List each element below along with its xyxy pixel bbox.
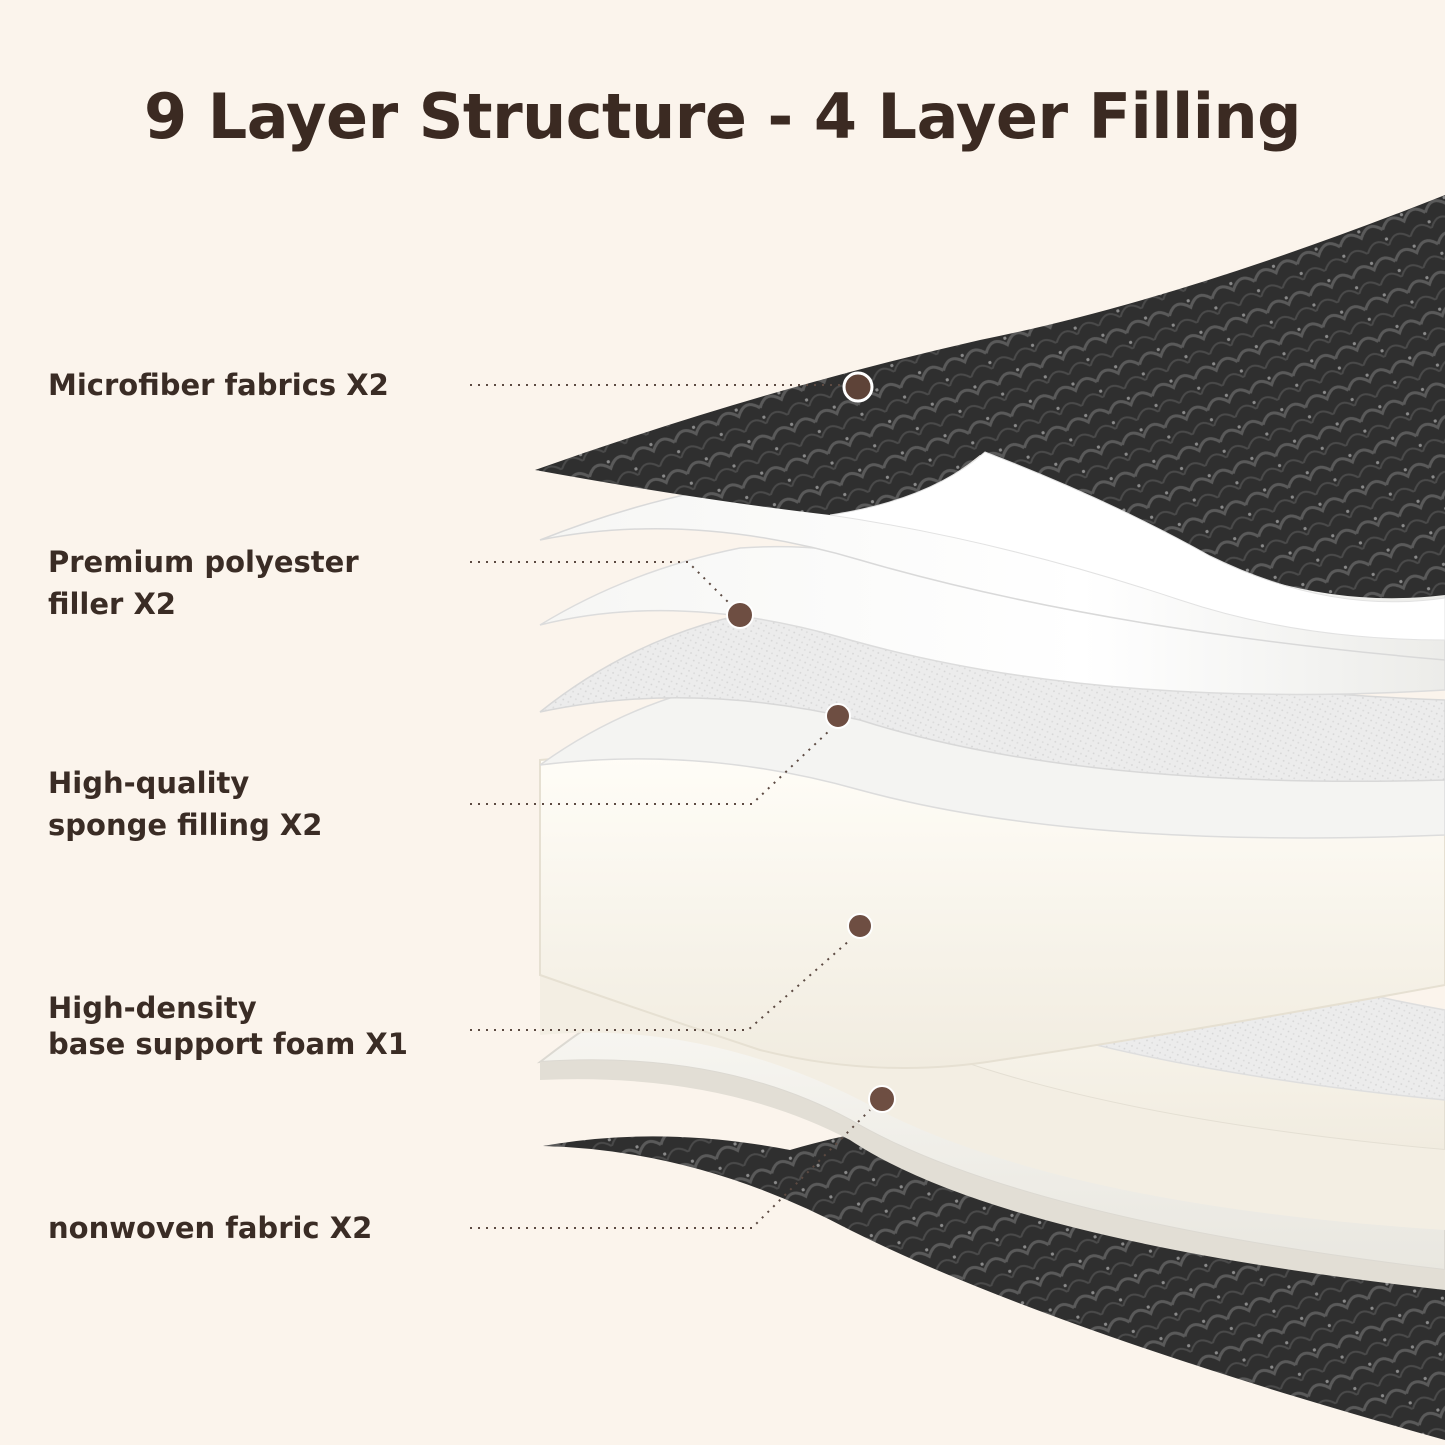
marker-base-foam (847, 913, 873, 939)
label-line: base support foam X1 (48, 1027, 408, 1061)
leader-line-polyester (470, 561, 731, 605)
label-polyester-filler: Premium polyester filler X2 (48, 541, 359, 625)
markers (726, 371, 896, 1113)
label-microfiber-fabrics: Microfiber fabrics X2 (48, 364, 389, 406)
label-line: nonwoven fabric X2 (48, 1211, 373, 1245)
top-microfiber-fabric (535, 195, 1445, 599)
leader-lines (470, 384, 871, 1229)
label-base-support-foam: High-density base support foam X1 (48, 990, 408, 1062)
marker-nonwoven (868, 1085, 896, 1113)
label-line: High-quality (48, 766, 250, 800)
marker-sponge (825, 703, 851, 729)
label-line: filler X2 (48, 587, 176, 621)
label-line: sponge filling X2 (48, 808, 323, 842)
label-nonwoven-fabric: nonwoven fabric X2 (48, 1207, 372, 1249)
leader-line-nonwoven (470, 1109, 871, 1229)
leader-line-base-foam (470, 939, 851, 1031)
page-title: 9 Layer Structure - 4 Layer Filling (143, 80, 1302, 153)
marker-polyester (726, 601, 754, 629)
bottom-nonwoven-edge (540, 1060, 1445, 1290)
top-fabric-underside-curl (829, 451, 1445, 641)
label-line: High-density (48, 991, 257, 1025)
label-line: Microfiber fabrics X2 (48, 368, 389, 402)
leader-line-sponge (470, 729, 831, 805)
marker-microfiber (842, 371, 874, 403)
label-sponge-filling: High-quality sponge filling X2 (48, 762, 322, 846)
label-line: Premium polyester (48, 545, 359, 579)
